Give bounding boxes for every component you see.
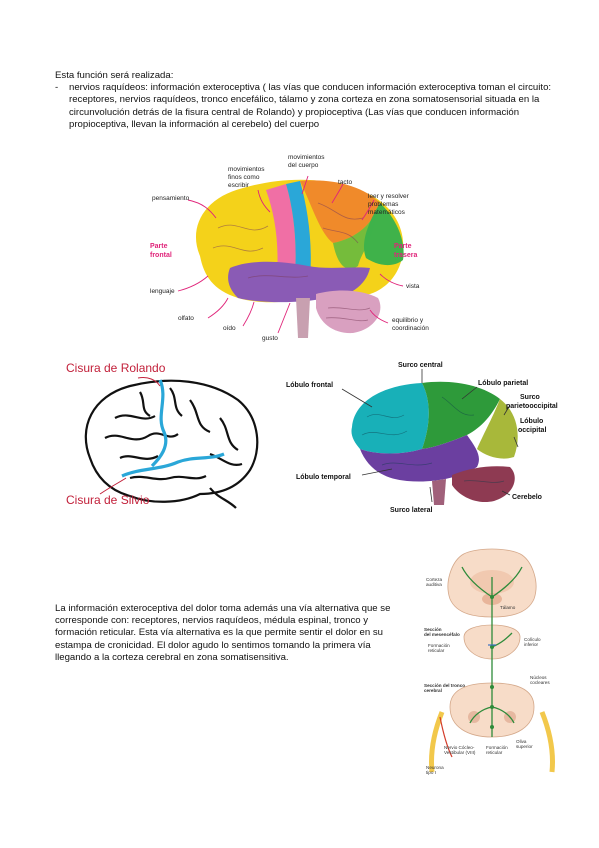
label-leer-line2: problemas: [368, 201, 399, 208]
brain-outline: [84, 379, 259, 509]
label-formacion2-line1: Formación: [486, 745, 508, 750]
label-oliva-line2: superior: [516, 744, 533, 749]
brain-illustration: [195, 179, 404, 338]
label-seccion-mesencefalo: Sección del mesencéfalo: [424, 627, 460, 637]
brain-functions-figure: pensamiento movimientos finos como escri…: [150, 154, 429, 342]
label-corteza-line2: auditiva: [426, 582, 442, 587]
lobes-figure: Surco central Lóbulo parietal Lóbulo fro…: [286, 362, 558, 514]
label-leer: leer y resolver problemas matemáticos: [368, 193, 411, 216]
lobes-illustration: [351, 381, 518, 505]
label-seccion-mesencefalo-line2: del mesencéfalo: [424, 632, 460, 637]
label-oliva-superior: Oliva superior: [516, 739, 533, 749]
label-seccion-mesencefalo-line1: Sección: [424, 627, 442, 632]
label-parte-trasera-line2: trasera: [394, 252, 417, 259]
label-lobulo-parietal: Lóbulo parietal: [478, 380, 528, 387]
label-talamo: Tálamo: [500, 605, 516, 610]
label-corteza-line1: Corteza: [426, 577, 443, 582]
label-corteza-auditiva: Corteza auditiva: [426, 577, 443, 587]
intro-lead: Esta función será realizada:: [55, 70, 174, 81]
label-parte-frontal: Parte frontal: [150, 243, 172, 259]
bullet-text: nervios raquídeos: información exterocep…: [69, 82, 552, 130]
label-movimientos-finos-line2: finos como: [228, 174, 260, 181]
label-lobulo-occipital-line1: Lóbulo: [520, 418, 543, 425]
label-rolando: Cisura de Rolando: [66, 361, 166, 375]
label-parte-trasera: Parte trasera: [394, 243, 417, 259]
fissures-figure: Cisura de Rolando Cisura de Silvio: [66, 361, 259, 509]
label-equilibrio-line1: equilibrio y: [392, 317, 424, 324]
label-parte-frontal-line1: Parte: [150, 243, 168, 250]
label-nucleos-line1: Núcleos: [530, 675, 547, 680]
label-cerebelo: Cerebelo: [512, 494, 542, 501]
label-formacion-reticular: Formación reticular: [428, 643, 451, 653]
label-nervio-line2: Vestibular (VIII): [444, 750, 476, 755]
label-oido: oído: [223, 325, 236, 332]
label-vista: vista: [406, 283, 420, 290]
label-equilibrio-line2: coordinación: [392, 325, 429, 332]
label-movimientos-cuerpo-line1: movimientos: [288, 154, 325, 161]
label-lobulo-temporal: Lóbulo temporal: [296, 474, 351, 481]
label-movimientos-finos: movimientos finos como escribir: [228, 166, 266, 189]
label-lobulo-occipital-line2: occipital: [518, 427, 546, 434]
label-movimientos-finos-line1: movimientos: [228, 166, 265, 173]
label-arrows: [177, 175, 404, 334]
green-pathway: [461, 566, 523, 737]
label-surco-central: Surco central: [398, 362, 443, 369]
label-nucleos-line2: cocleares: [530, 680, 550, 685]
bullet-item: - nervios raquídeos: información exteroc…: [55, 82, 555, 131]
label-leer-line1: leer y resolver: [368, 193, 410, 200]
label-tacto: tacto: [338, 179, 352, 186]
label-nervio-line1: Nervio Cócleo-: [444, 745, 475, 750]
second-paragraph: La información exteroceptiva del dolor t…: [55, 603, 391, 663]
label-coliculo-line1: Colículo: [524, 637, 541, 642]
label-surco-parietooccipital-line2: parietooccipital: [506, 403, 558, 410]
label-movimientos-finos-line3: escribir: [228, 182, 250, 189]
label-silvio: Cisura de Silvio: [66, 493, 150, 507]
label-formacion-reticular-line1: Formación: [428, 643, 450, 648]
label-surco-parietooccipital: Surco parietooccipital: [506, 394, 558, 410]
label-formacion-reticular-line2: reticular: [428, 648, 445, 653]
silvio-fissure: [121, 452, 225, 478]
label-leer-line3: matemáticos: [368, 209, 406, 216]
label-parte-trasera-line1: Parte: [394, 243, 412, 250]
label-nervio-coclear: Nervio Cócleo- Vestibular (VIII): [444, 745, 476, 755]
label-surco-lateral: Surco lateral: [390, 507, 432, 514]
pathway-nodes: [490, 595, 494, 729]
label-lenguaje: lenguaje: [150, 288, 175, 295]
label-seccion-tronco-line2: cerebral: [424, 688, 442, 693]
label-gusto: gusto: [262, 335, 278, 342]
pathway-figure: Corteza auditiva Tálamo Sección del mese…: [424, 548, 555, 775]
label-seccion-tronco-line1: Sección del tronco: [424, 683, 465, 688]
label-neurona: Neurona tipo I: [426, 765, 445, 775]
lobe-leader-lines: [341, 369, 519, 503]
label-oliva-line1: Oliva: [516, 739, 527, 744]
label-coliculo: Colículo inferior: [524, 637, 542, 647]
label-lobulo-frontal: Lóbulo frontal: [286, 382, 333, 389]
label-neurona-line1: Neurona: [426, 765, 444, 770]
label-olfato: olfato: [178, 315, 194, 322]
rolando-fissure: [150, 379, 168, 468]
label-formacion2-line2: reticular: [486, 750, 503, 755]
label-coliculo-line2: inferior: [524, 642, 539, 647]
bullet-marker: -: [55, 82, 59, 94]
label-seccion-tronco: Sección del tronco cerebral: [424, 683, 466, 693]
label-movimientos-cuerpo-line2: del cuerpo: [288, 162, 319, 169]
label-equilibrio: equilibrio y coordinación: [392, 317, 429, 332]
label-pensamiento: pensamiento: [152, 195, 190, 202]
label-parte-frontal-line2: frontal: [150, 252, 172, 259]
intro-paragraph: Esta función será realizada: - nervios r…: [55, 70, 555, 131]
label-formacion-reticular-2: Formación reticular: [486, 745, 509, 755]
label-movimientos-cuerpo: movimientos del cuerpo: [288, 154, 326, 169]
label-nucleos-cocleares: Núcleos cocleares: [530, 675, 550, 685]
label-surco-parietooccipital-line1: Surco: [520, 394, 540, 401]
label-neurona-line2: tipo I: [426, 770, 436, 775]
label-lobulo-occipital: Lóbulo occipital: [518, 418, 546, 434]
